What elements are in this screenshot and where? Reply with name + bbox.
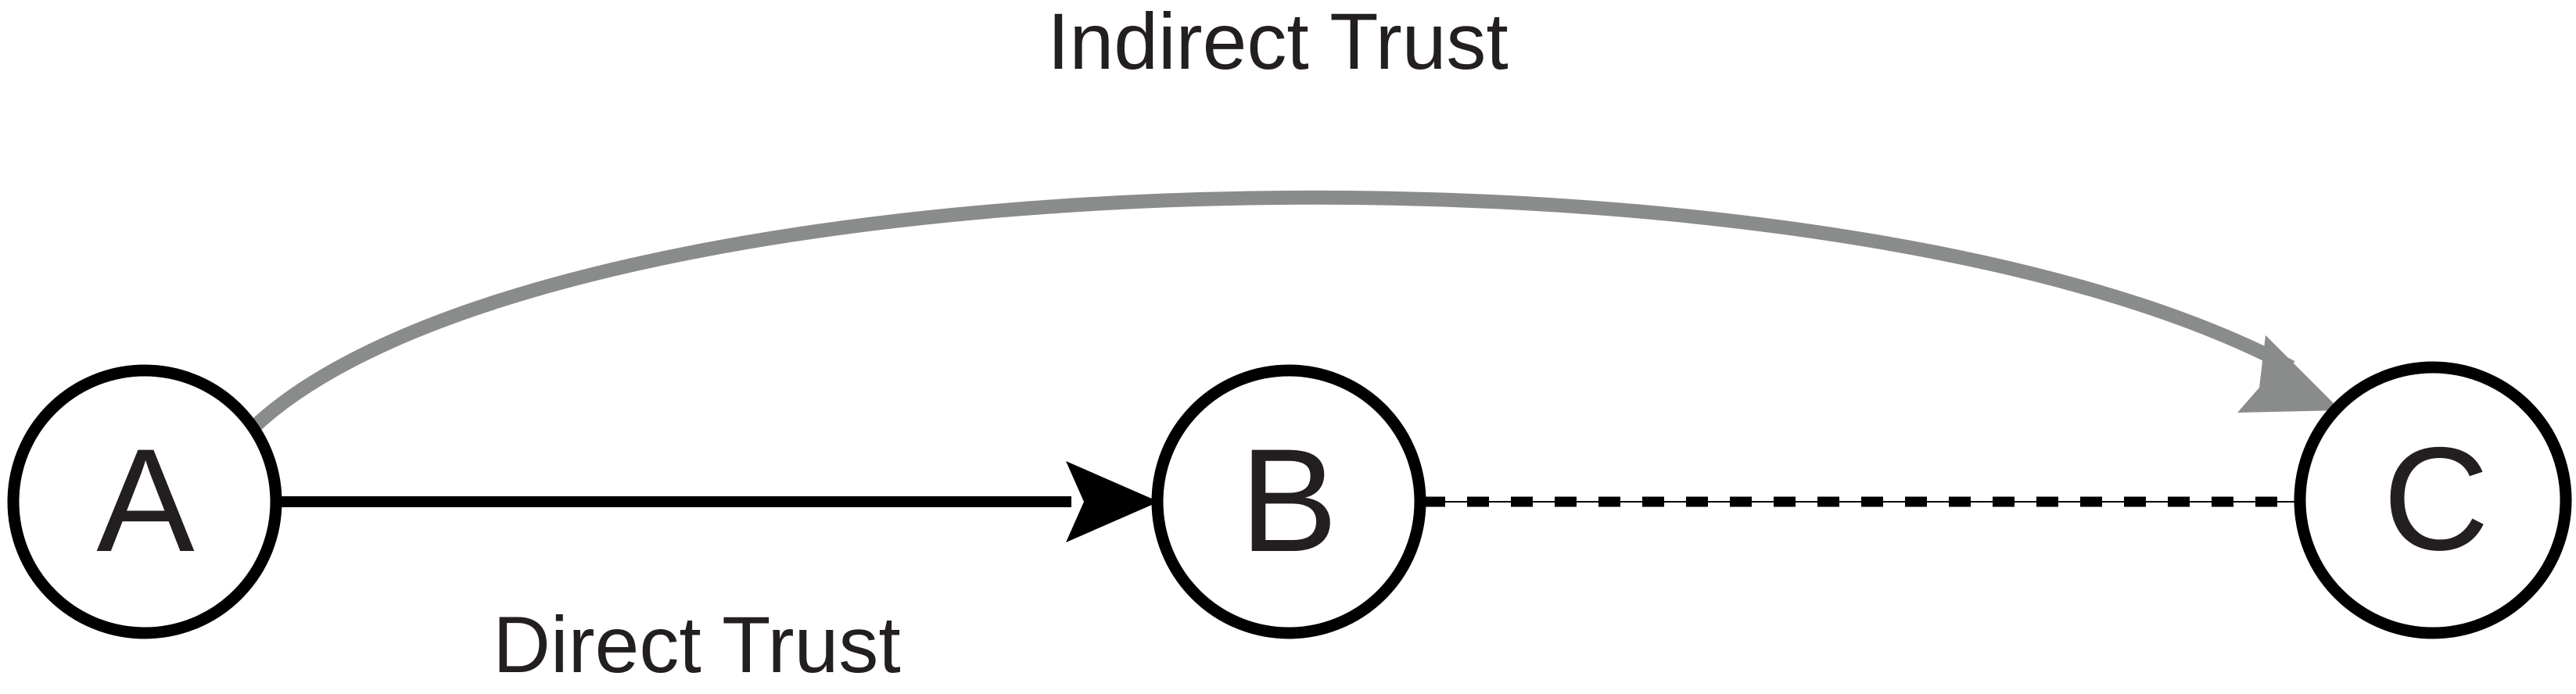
indirect-trust-curve (247, 190, 2295, 434)
node-a[interactable]: A (7, 364, 282, 639)
direct-trust-arrowhead-icon (1066, 461, 1159, 542)
indirect-trust-label: Indirect Trust (1047, 0, 1509, 86)
edge-indirect-trust[interactable] (247, 190, 2341, 434)
node-c[interactable]: C (2294, 361, 2572, 639)
node-a-label: A (96, 418, 195, 582)
node-b-circle (1151, 364, 1426, 639)
node-c-label: C (2383, 417, 2489, 581)
edge-direct-trust[interactable] (270, 461, 1159, 542)
node-b[interactable]: B (1151, 364, 1426, 639)
direct-trust-label: Direct Trust (493, 600, 900, 689)
node-b-label: B (1240, 418, 1337, 582)
node-c-circle (2294, 361, 2572, 639)
indirect-trust-arrowhead-icon (2237, 335, 2341, 413)
node-a-circle (7, 364, 282, 639)
